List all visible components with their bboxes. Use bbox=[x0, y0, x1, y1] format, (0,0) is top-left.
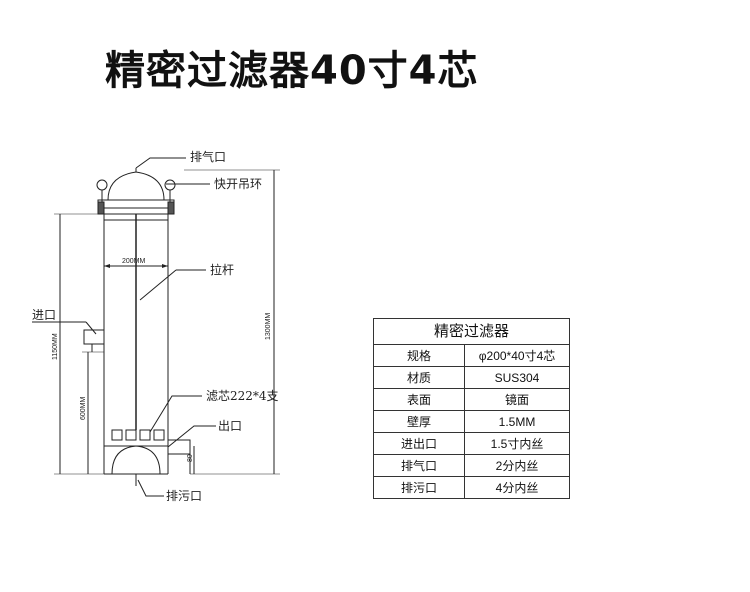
spec-value: 4分内丝 bbox=[464, 476, 570, 499]
label-filter-element: 滤芯222*4支 bbox=[206, 389, 279, 403]
spec-label: 材质 bbox=[373, 366, 465, 389]
page-title: 精密过滤器40寸4芯 bbox=[105, 48, 479, 94]
spec-value: 镜面 bbox=[464, 388, 570, 411]
spec-value: φ200*40寸4芯 bbox=[464, 344, 570, 367]
spec-label: 规格 bbox=[373, 344, 465, 367]
dim-outlet-height: 80 bbox=[187, 454, 194, 462]
dim-total-height: 1300MM bbox=[265, 313, 272, 340]
table-row: 材质 SUS304 bbox=[373, 366, 570, 389]
lift-ring-left bbox=[96, 179, 108, 191]
label-drain: 排污口 bbox=[166, 489, 202, 503]
element-cap-3 bbox=[139, 429, 151, 441]
element-cap-2 bbox=[125, 429, 137, 441]
label-outlet: 出口 bbox=[218, 419, 242, 433]
spec-label: 排气口 bbox=[373, 454, 465, 477]
label-inlet: 进口 bbox=[32, 308, 56, 322]
spec-table: 精密过滤器 规格 φ200*40寸4芯 材质 SUS304 表面 镜面 壁厚 1… bbox=[373, 318, 570, 499]
dome-lid bbox=[107, 171, 165, 201]
table-row: 规格 φ200*40寸4芯 bbox=[373, 344, 570, 367]
dim-element-height: 600MM bbox=[80, 396, 87, 420]
outlet-pipe bbox=[167, 439, 191, 455]
spec-label: 壁厚 bbox=[373, 410, 465, 433]
spec-label: 进出口 bbox=[373, 432, 465, 455]
dim-diameter: 200MM bbox=[122, 258, 146, 265]
table-row: 壁厚 1.5MM bbox=[373, 410, 570, 433]
bottom-dish bbox=[111, 445, 161, 475]
lift-ring-right bbox=[164, 179, 176, 191]
table-row: 排气口 2分内丝 bbox=[373, 454, 570, 477]
label-pull-rod: 拉杆 bbox=[210, 262, 234, 277]
table-row: 排污口 4分内丝 bbox=[373, 476, 570, 499]
flange bbox=[97, 199, 175, 209]
label-vent: 排气口 bbox=[190, 149, 226, 164]
spec-table-header: 精密过滤器 bbox=[373, 318, 570, 344]
table-row: 表面 镜面 bbox=[373, 388, 570, 411]
spec-value: 1.5MM bbox=[464, 410, 570, 433]
spec-label: 排污口 bbox=[373, 476, 465, 499]
element-cap-1 bbox=[111, 429, 123, 441]
label-quick-lift-ring: 快开吊环 bbox=[214, 177, 262, 191]
spec-label: 表面 bbox=[373, 388, 465, 411]
element-cap-4 bbox=[153, 429, 165, 441]
spec-value: SUS304 bbox=[464, 366, 570, 389]
inlet-pipe bbox=[83, 329, 105, 345]
dim-inlet-height: 1150MM bbox=[52, 333, 59, 360]
spec-value: 1.5寸内丝 bbox=[464, 432, 570, 455]
spec-value: 2分内丝 bbox=[464, 454, 570, 477]
table-row: 进出口 1.5寸内丝 bbox=[373, 432, 570, 455]
